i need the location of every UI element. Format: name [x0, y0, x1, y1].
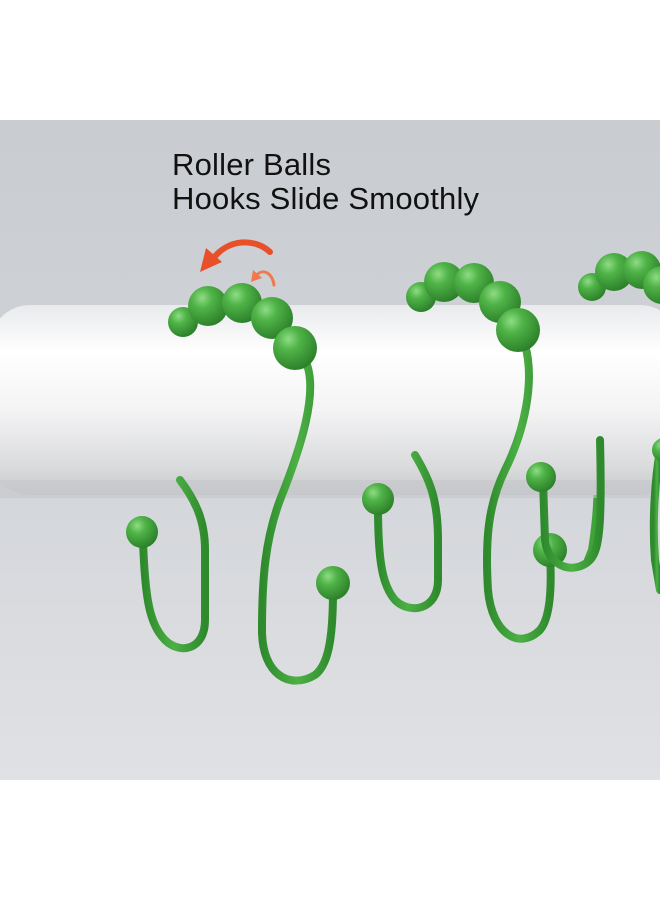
- hook-1-end-ball: [316, 566, 350, 600]
- hook-2: [374, 341, 555, 643]
- hook-3: [539, 436, 660, 594]
- feature-caption: Roller Balls Hooks Slide Smoothly: [172, 148, 479, 216]
- product-photo: [0, 120, 660, 780]
- hook-1: [139, 356, 337, 685]
- caption-line-1: Roller Balls: [172, 147, 332, 182]
- hook-1-tip-ball: [126, 516, 158, 548]
- shower-rod: [0, 305, 660, 495]
- hook-2-roller-balls: [406, 262, 540, 352]
- rotation-arrow-large: [200, 239, 273, 272]
- shower-rod-scene: [0, 239, 660, 685]
- hook-2-tip-ball: [362, 483, 394, 515]
- caption-line-2: Hooks Slide Smoothly: [172, 181, 480, 216]
- rod-shadow: [0, 480, 660, 498]
- hook-3-edge-ball: [652, 438, 660, 462]
- rotation-arrow-small: [251, 270, 276, 287]
- hook-1-roller-balls: [168, 283, 317, 370]
- hook-3-roller-balls: [578, 251, 660, 304]
- hook-3-tip-ball: [526, 462, 556, 492]
